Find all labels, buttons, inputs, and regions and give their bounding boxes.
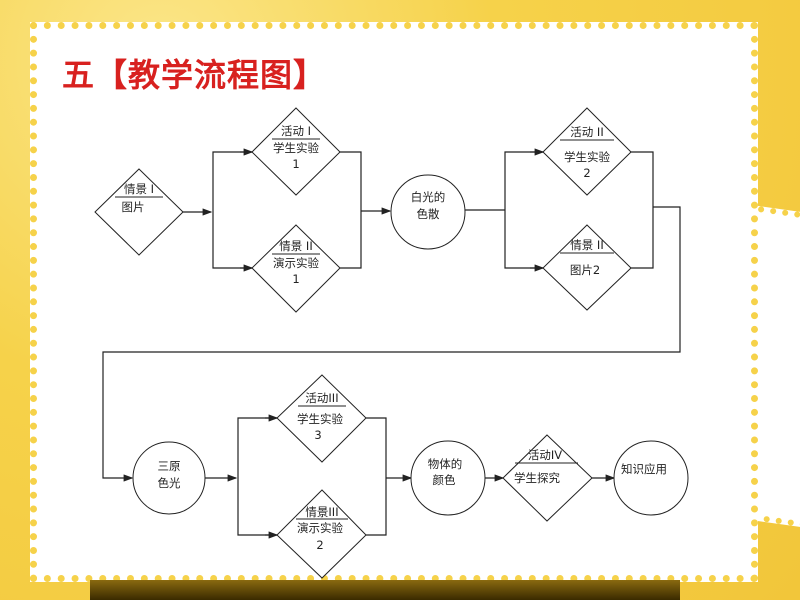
svg-text:演示实验: 演示实验 [297, 521, 343, 535]
svg-text:演示实验: 演示实验 [273, 256, 319, 270]
svg-text:图片: 图片 [122, 200, 145, 214]
svg-text:色散: 色散 [417, 207, 440, 221]
diamond-scene-2b: 情景 II 图片2 [542, 224, 632, 311]
svg-text:情景 I: 情景 I [124, 182, 154, 196]
svg-text:白光的: 白光的 [411, 190, 446, 204]
diamond-scene-1: 情景 I 图片 [94, 168, 184, 256]
circle-white-light-dispersion: 白光的 色散 [390, 174, 466, 250]
slide-title: 五【教学流程图】 [62, 56, 327, 94]
diamond-activity-2: 活动 II 学生实验 2 [542, 107, 632, 196]
svg-text:活动IV: 活动IV [528, 448, 562, 462]
circle-knowledge-application: 知识应用 [613, 440, 689, 516]
svg-text:学生实验: 学生实验 [564, 150, 610, 164]
svg-text:情景 II: 情景 II [570, 238, 603, 252]
circle-object-color: 物体的 颜色 [410, 440, 486, 516]
svg-text:3: 3 [314, 428, 321, 442]
diamond-activity-1: 活动 I 学生实验 1 [251, 107, 341, 196]
svg-text:物体的: 物体的 [428, 457, 463, 471]
diamond-scene-2: 情景 II 演示实验 1 [251, 224, 341, 313]
svg-text:色光: 色光 [158, 476, 181, 490]
circle-primary-colors: 三原 色光 [132, 441, 206, 515]
svg-text:活动 II: 活动 II [570, 125, 603, 139]
svg-text:情景 II: 情景 II [279, 239, 312, 253]
svg-text:学生实验: 学生实验 [297, 412, 343, 426]
svg-text:活动III: 活动III [305, 391, 338, 405]
svg-text:2: 2 [316, 538, 323, 552]
svg-text:1: 1 [292, 157, 299, 171]
svg-text:1: 1 [292, 272, 299, 286]
diamond-scene-3: 情景III 演示实验 2 [276, 489, 367, 579]
svg-text:图片2: 图片2 [570, 263, 600, 277]
svg-text:2: 2 [583, 166, 590, 180]
svg-text:三原: 三原 [158, 459, 181, 473]
decorative-bar [90, 580, 680, 600]
svg-text:情景III: 情景III [305, 505, 338, 519]
svg-text:活动 I: 活动 I [281, 124, 311, 138]
connectors [102, 148, 681, 539]
svg-text:学生实验: 学生实验 [273, 141, 319, 155]
diamond-activity-4: 活动IV 学生探究 [502, 434, 593, 522]
diamond-activity-3: 活动III 学生实验 3 [276, 374, 367, 463]
svg-text:知识应用: 知识应用 [621, 462, 667, 476]
svg-text:学生探究: 学生探究 [514, 471, 560, 485]
svg-text:颜色: 颜色 [433, 473, 456, 487]
